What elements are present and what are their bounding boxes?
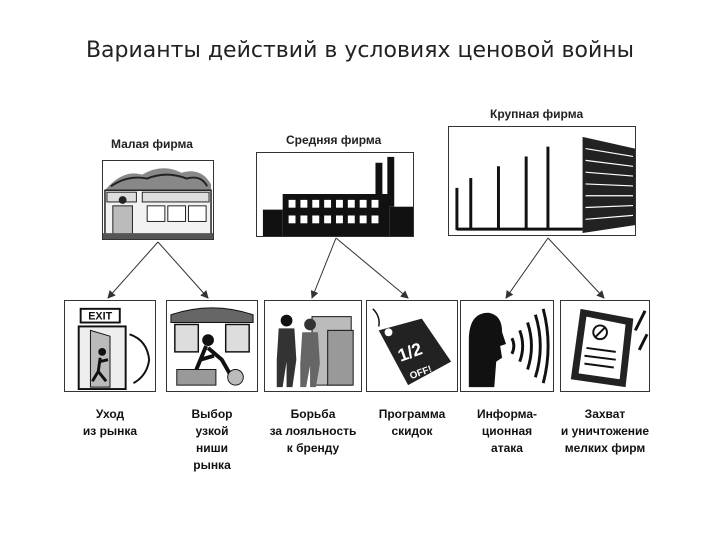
arrow-large-to-capture — [547, 237, 605, 299]
information-attack-image — [460, 300, 554, 392]
medium-firm-factory-image — [256, 152, 414, 237]
caption-exit-market: Уход из рынка — [82, 407, 138, 438]
caption-brand-loyalty: Борьба за лояльность к бренду — [269, 407, 357, 455]
capture-small-firms-image — [560, 300, 650, 392]
brand-loyalty-image — [264, 300, 362, 392]
arrow-medium-to-loyalty — [310, 237, 337, 299]
firm-label-small: Малая фирма — [111, 137, 193, 151]
small-firm-storefront-image — [102, 160, 214, 240]
discount-tag-image: 1/2 OFF! — [366, 300, 458, 392]
firm-label-medium: Средняя фирма — [286, 133, 382, 147]
large-firm-buildings-image — [448, 126, 636, 236]
arrow-large-to-info — [505, 237, 549, 299]
caption-niche-market: Выбор узкой ниши рынка — [191, 407, 233, 472]
exit-door-image: EXIT — [64, 300, 156, 392]
arrow-small-to-exit — [107, 241, 159, 299]
caption-capture-firms: Захват и уничтожение мелких фирм — [560, 407, 650, 455]
arrow-small-to-niche — [157, 241, 209, 299]
niche-market-image — [166, 300, 258, 392]
caption-discount-program: Программа скидок — [378, 407, 446, 438]
arrow-medium-to-discount — [335, 237, 409, 299]
firm-label-large: Крупная фирма — [490, 107, 584, 121]
caption-info-attack: Информа- ционная атака — [476, 407, 538, 455]
exit-sign-text: EXIT — [88, 311, 112, 323]
slide-title: Варианты действий в условиях ценовой вой… — [85, 38, 635, 63]
